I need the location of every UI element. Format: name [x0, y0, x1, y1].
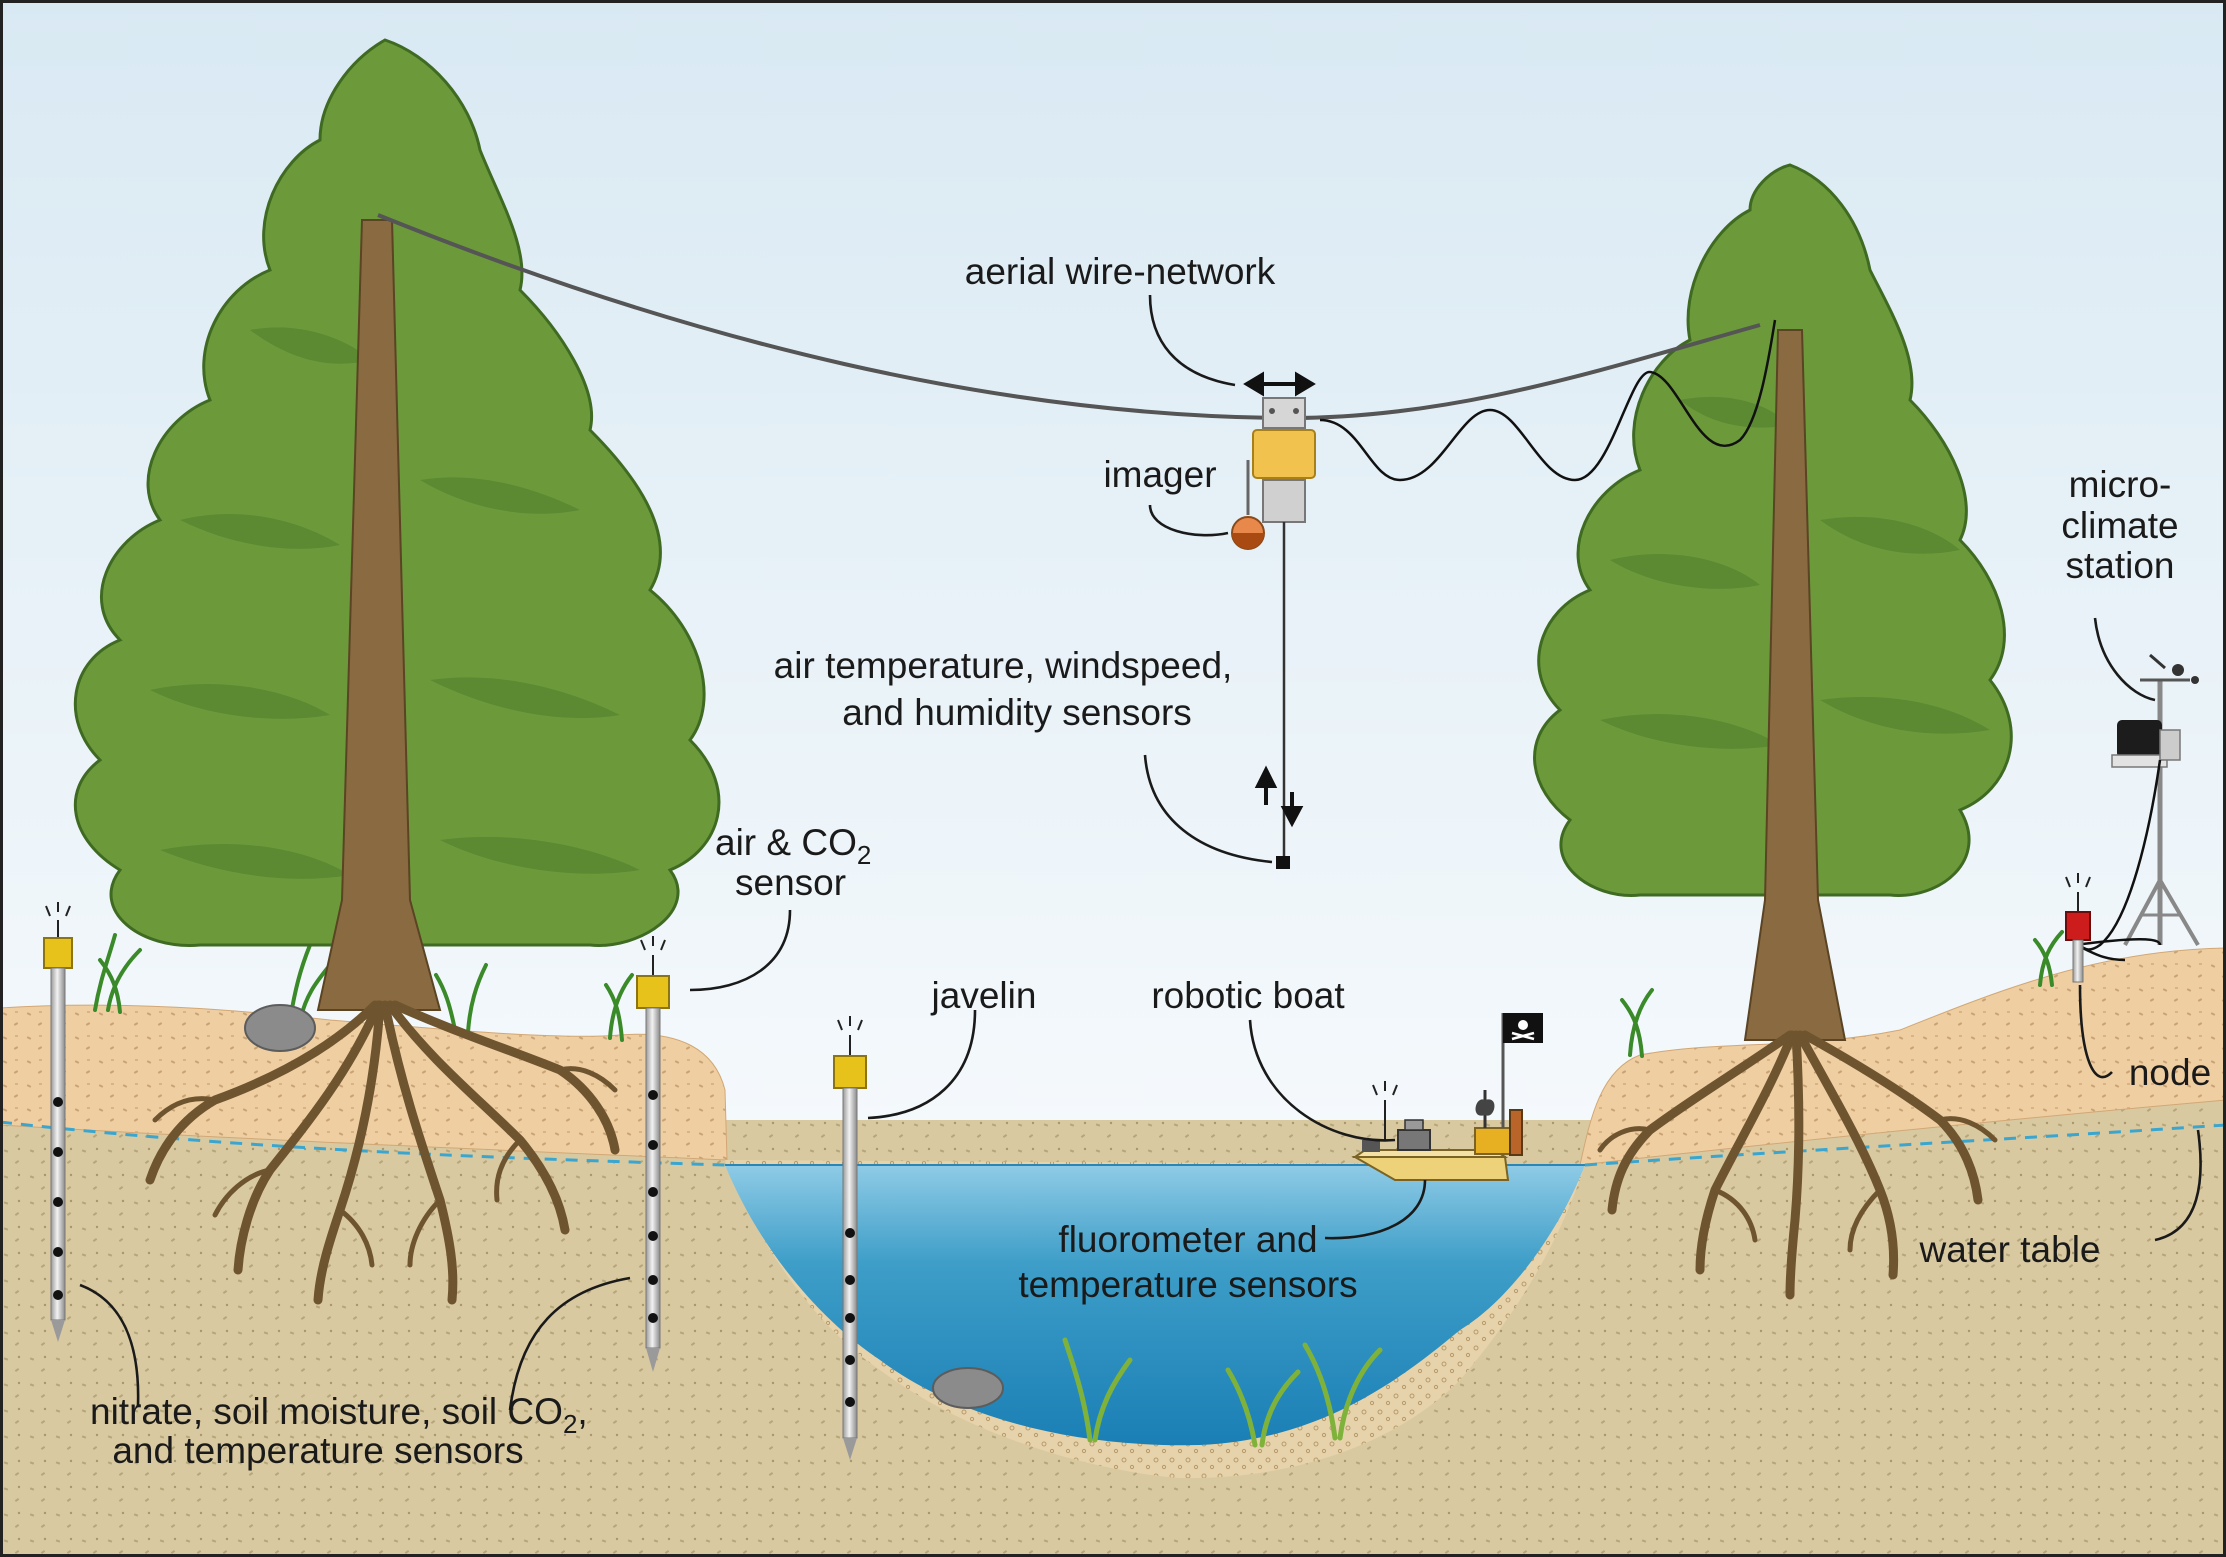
- label-microclimate-line1: micro-: [2069, 464, 2172, 505]
- label-imager: imager: [1103, 454, 1216, 495]
- label-aerial-wire-network: aerial wire-network: [965, 251, 1276, 292]
- label-node: node: [2129, 1052, 2211, 1093]
- double-arrow-vertical-icon: [1254, 765, 1304, 828]
- left-tree-foliage-shading: [150, 327, 640, 879]
- microclimate-station[interactable]: [2074, 653, 2200, 962]
- robotic-boat[interactable]: [1351, 1013, 1543, 1181]
- label-air-sensors-line2: and humidity sensors: [842, 692, 1192, 733]
- rock-left-bank: [244, 1004, 316, 1052]
- right-tree-trunk: [1743, 329, 1847, 1041]
- radio-antenna-icon: [837, 1016, 863, 1055]
- aquatic-plants: [1062, 1337, 1383, 1448]
- label-soil-prefix: nitrate, soil moisture, soil CO: [90, 1391, 563, 1432]
- label-air-co2-subscript: 2: [857, 840, 871, 870]
- aerial-wire: [377, 213, 1761, 421]
- label-fluorometer-line1: fluorometer and: [1058, 1219, 1317, 1260]
- imager-cable: [1319, 319, 1777, 482]
- radio-antenna-icon: [1372, 1081, 1398, 1140]
- label-soil-line2: and temperature sensors: [112, 1430, 523, 1471]
- radio-antenna-icon: [640, 936, 666, 975]
- node-sensor[interactable]: [2065, 873, 2091, 983]
- right-tree-foliage-shading: [1600, 396, 1990, 749]
- double-arrow-horizontal-icon: [1243, 371, 1316, 397]
- water-table-line-right: [1584, 1123, 2226, 1167]
- soil-probe-left[interactable]: [43, 902, 73, 1342]
- imager-device[interactable]: [1231, 397, 1316, 550]
- right-tree: [1533, 163, 2013, 1300]
- air-sensor-pod[interactable]: [1276, 856, 1290, 869]
- left-tree-rootlets: [152, 1066, 618, 1268]
- left-tree-roots: [145, 1000, 620, 1305]
- rock-pond-bed: [932, 1367, 1004, 1409]
- label-javelin: javelin: [931, 975, 1037, 1016]
- leader-lines: [79, 294, 2202, 1411]
- water-table-line: [0, 1120, 726, 1167]
- label-air-co2-line2: sensor: [735, 862, 846, 903]
- radio-antenna-icon: [45, 902, 71, 938]
- javelin-probe[interactable]: [833, 1016, 867, 1460]
- label-fluorometer-line2: temperature sensors: [1018, 1264, 1357, 1305]
- right-tree-roots: [1607, 1030, 1983, 1300]
- label-soil-suffix: ,: [577, 1391, 587, 1432]
- label-soil-subscript: 2: [563, 1409, 577, 1439]
- label-air-sensors-line1: air temperature, windspeed,: [774, 645, 1233, 686]
- label-microclimate-line3: station: [2065, 545, 2174, 586]
- label-robotic-boat: robotic boat: [1151, 975, 1345, 1016]
- label-air-co2-prefix: air & CO: [715, 822, 857, 863]
- station-to-node-cable: [2079, 759, 2162, 951]
- label-microclimate-line2: climate: [2061, 505, 2178, 546]
- left-tree: [73, 38, 721, 1305]
- jolly-roger-flag-icon: [1503, 1013, 1543, 1043]
- label-air-co2-line1: air & CO2: [715, 822, 871, 870]
- right-tree-rootlets: [1597, 1116, 1998, 1253]
- label-water-table: water table: [1919, 1229, 2101, 1270]
- air-co2-probe[interactable]: [636, 936, 670, 1372]
- radio-antenna-icon: [2065, 873, 2091, 912]
- label-soil-line1: nitrate, soil moisture, soil CO2,: [90, 1391, 588, 1439]
